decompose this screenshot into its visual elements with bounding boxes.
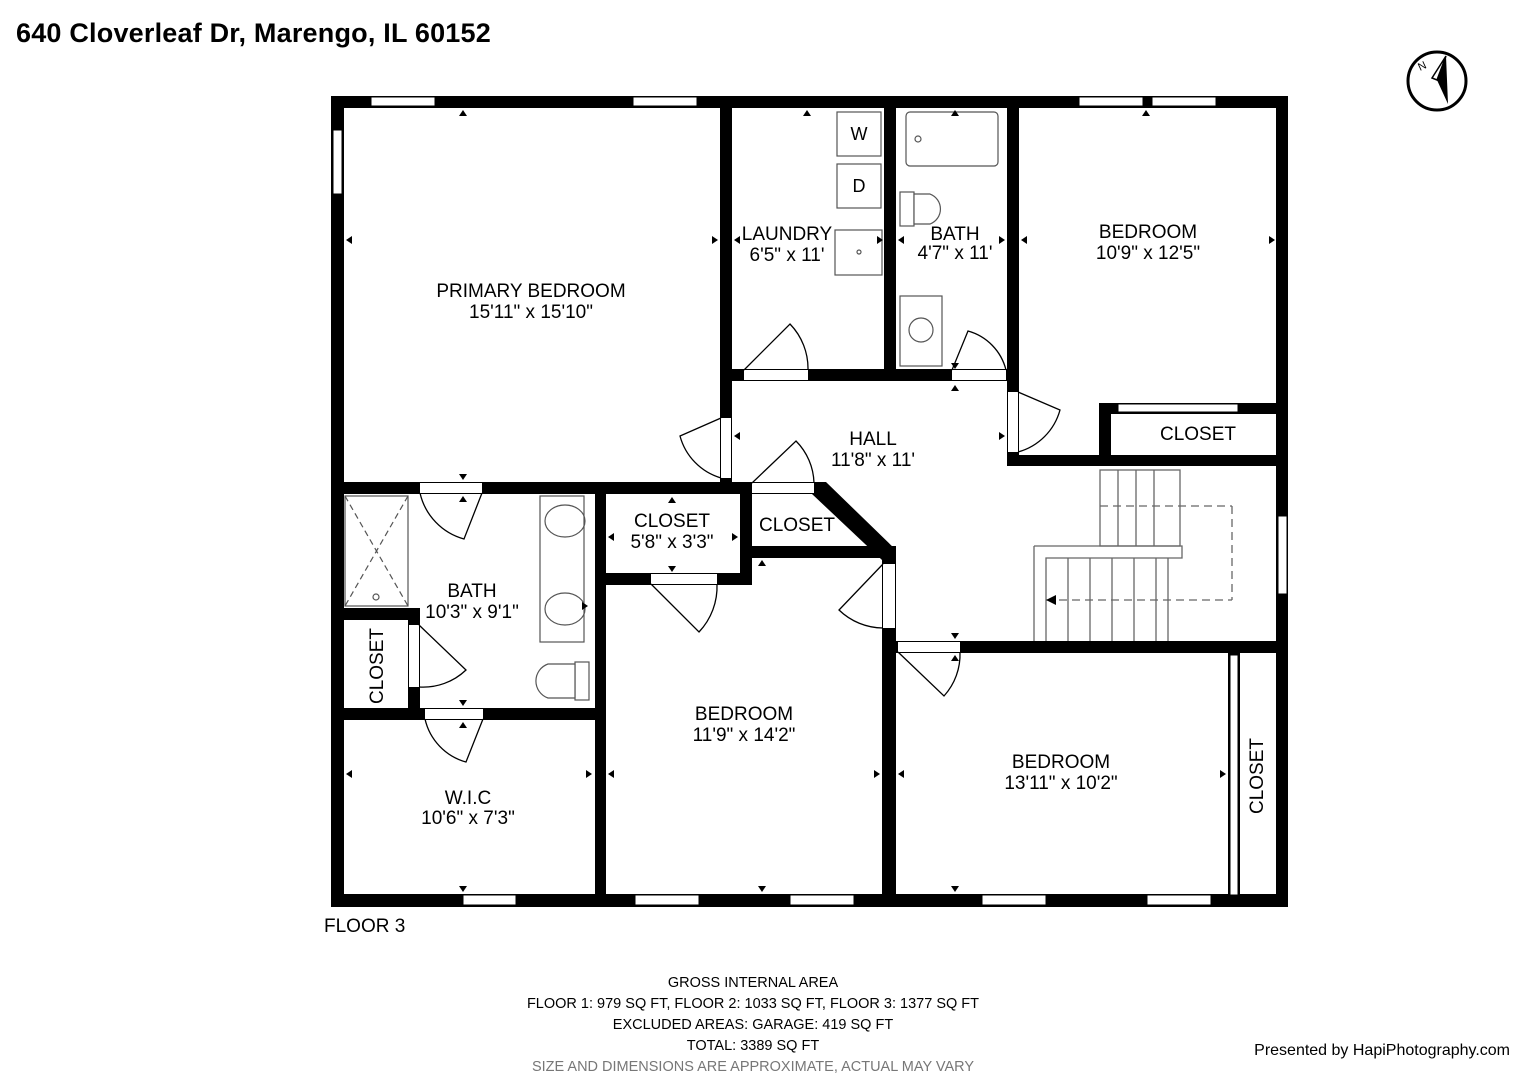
area-floors: FLOOR 1: 979 SQ FT, FLOOR 2: 1033 SQ FT,… xyxy=(526,996,980,1012)
toilet-tank xyxy=(899,191,915,227)
room-dims-bath-small: 4'7" x 11' xyxy=(918,243,993,264)
room-dims-hall: 11'8" x 11' xyxy=(831,450,915,471)
walls xyxy=(331,96,1288,907)
property-address: 640 Cloverleaf Dr, Marengo, IL 60152 xyxy=(16,18,491,48)
area-heading: GROSS INTERNAL AREA xyxy=(667,975,839,991)
dimension-markers xyxy=(346,110,1275,892)
room-dims-laundry: 6'5" x 11' xyxy=(750,245,825,266)
room-name-primary-bedroom: PRIMARY BEDROOM xyxy=(436,281,625,302)
dryer xyxy=(836,163,882,209)
staircase xyxy=(1033,469,1233,641)
presented-by: Presented by HapiPhotography.com xyxy=(1254,1042,1510,1059)
room-name-bedroom-se: BEDROOM xyxy=(1012,752,1110,773)
room-name-closet-ne: CLOSET xyxy=(1160,424,1236,445)
room-name-bedroom-ne: BEDROOM xyxy=(1099,222,1197,243)
room-dims-bedroom-se: 13'11" x 10'2" xyxy=(1004,773,1117,794)
bathtub xyxy=(905,111,999,167)
room-name-closet-vertical-e: CLOSET xyxy=(1247,738,1268,814)
room-dims-bedroom-ne: 10'9" x 12'5" xyxy=(1096,243,1200,264)
room-dims-primary-bedroom: 15'11" x 15'10" xyxy=(469,302,593,323)
room-name-bath-small: BATH xyxy=(930,224,979,245)
floor-label: FLOOR 3 xyxy=(324,916,406,937)
fixtures xyxy=(344,111,999,701)
vanity-small xyxy=(899,295,943,367)
room-name-hall: HALL xyxy=(849,429,897,450)
room-name-wic: W.I.C xyxy=(445,788,491,809)
room-dims-closet-mid: 5'8" x 3'3" xyxy=(630,532,713,553)
windows xyxy=(332,96,1288,906)
room-name-closet-vertical-w: CLOSET xyxy=(367,628,388,704)
doors xyxy=(409,323,1061,763)
room-name-closet-angled: CLOSET xyxy=(759,515,835,536)
dryer-label: D xyxy=(853,176,866,196)
toilet-primary-tank xyxy=(574,661,590,701)
compass-icon: N xyxy=(1406,50,1468,112)
room-name-laundry: LAUNDRY xyxy=(742,224,833,245)
room-name-closet-mid: CLOSET xyxy=(634,511,710,532)
room-labels: PRIMARY BEDROOM 15'11" x 15'10" LAUNDRY … xyxy=(367,222,1268,829)
laundry-sink xyxy=(834,229,883,276)
vanity-double xyxy=(539,495,585,643)
gross-internal-area: GROSS INTERNAL AREA FLOOR 1: 979 SQ FT, … xyxy=(400,973,1106,1078)
room-name-bath-primary: BATH xyxy=(447,581,496,602)
area-total: TOTAL: 3389 SQ FT xyxy=(686,1038,820,1054)
washer xyxy=(836,111,882,157)
room-dims-bath-primary: 10'3" x 9'1" xyxy=(425,602,519,623)
room-dims-wic: 10'6" x 7'3" xyxy=(421,808,515,829)
washer-label: W xyxy=(851,124,868,144)
area-excluded: EXCLUDED AREAS: GARAGE: 419 SQ FT xyxy=(612,1017,894,1033)
room-name-bedroom-mid: BEDROOM xyxy=(695,704,793,725)
room-dims-bedroom-mid: 11'9" x 14'2" xyxy=(693,725,796,746)
area-note: SIZE AND DIMENSIONS ARE APPROXIMATE, ACT… xyxy=(531,1059,975,1075)
